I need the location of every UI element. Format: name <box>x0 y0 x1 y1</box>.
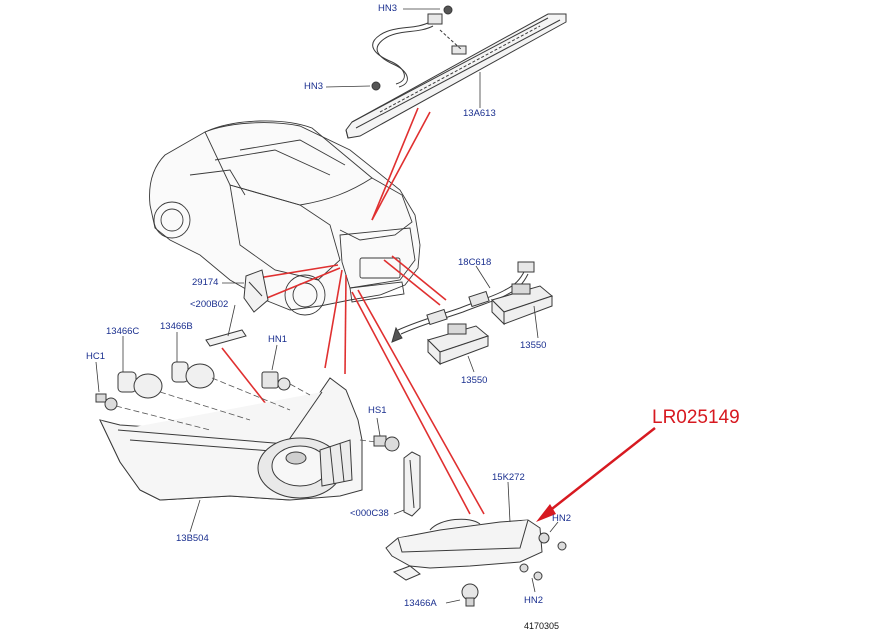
rear-fog-lamp-housing <box>99 377 363 501</box>
nut-hn2-top <box>538 532 567 551</box>
callout-leaders <box>95 8 559 604</box>
bulb-13466b <box>171 361 215 389</box>
fixing-hs1 <box>373 435 400 452</box>
callout-13b504: 13B504 <box>176 533 209 544</box>
callout-hn2-top: HN2 <box>552 513 572 524</box>
callout-hn2-bottom: HN2 <box>524 595 544 606</box>
leader-lines <box>221 107 485 515</box>
stop-lamp-harness <box>371 5 467 91</box>
callout-13466c: 13466C <box>106 326 140 337</box>
callout-hc1: HC1 <box>86 351 106 362</box>
licence-lamp-harness <box>391 261 535 343</box>
callout-13466b: 13466B <box>160 321 193 332</box>
callout-hs1: HS1 <box>368 405 387 416</box>
dashed-assembly-lines <box>115 377 377 443</box>
callout-hn3-mid: HN3 <box>304 81 324 92</box>
part-reference-code: LR025149 <box>652 407 740 428</box>
reflector-200b02 <box>205 329 247 347</box>
bulb-13466c <box>117 371 163 399</box>
reference-arrow <box>536 427 656 522</box>
callout-15k272: 15K272 <box>492 472 525 483</box>
callout-18c618: 18C618 <box>458 257 492 268</box>
callout-hn3-top: HN3 <box>378 3 398 14</box>
licence-lamp-right <box>491 283 554 326</box>
callout-29174: 29174 <box>192 277 219 288</box>
callout-13550-left: 13550 <box>461 375 488 386</box>
high-mount-stop-lamp <box>345 13 567 139</box>
screw-hc1 <box>95 393 118 411</box>
clip-hn1 <box>261 371 291 391</box>
licence-lamp-left <box>427 323 490 366</box>
callout-13466a: 13466A <box>404 598 437 609</box>
callout-000c38: <000C38 <box>350 508 389 519</box>
callout-13a613: 13A613 <box>463 108 496 119</box>
vehicle-outline <box>149 120 421 316</box>
reverse-lamp <box>385 518 543 607</box>
callout-200b02: <200B02 <box>190 299 229 310</box>
figure-number: 4170305 <box>524 621 560 631</box>
reflector-000c38 <box>403 451 421 517</box>
callout-13550-right: 13550 <box>520 340 547 351</box>
callout-hn1: HN1 <box>268 334 288 345</box>
reflector-29174 <box>243 269 269 313</box>
nut-hn2-bottom <box>519 563 543 581</box>
